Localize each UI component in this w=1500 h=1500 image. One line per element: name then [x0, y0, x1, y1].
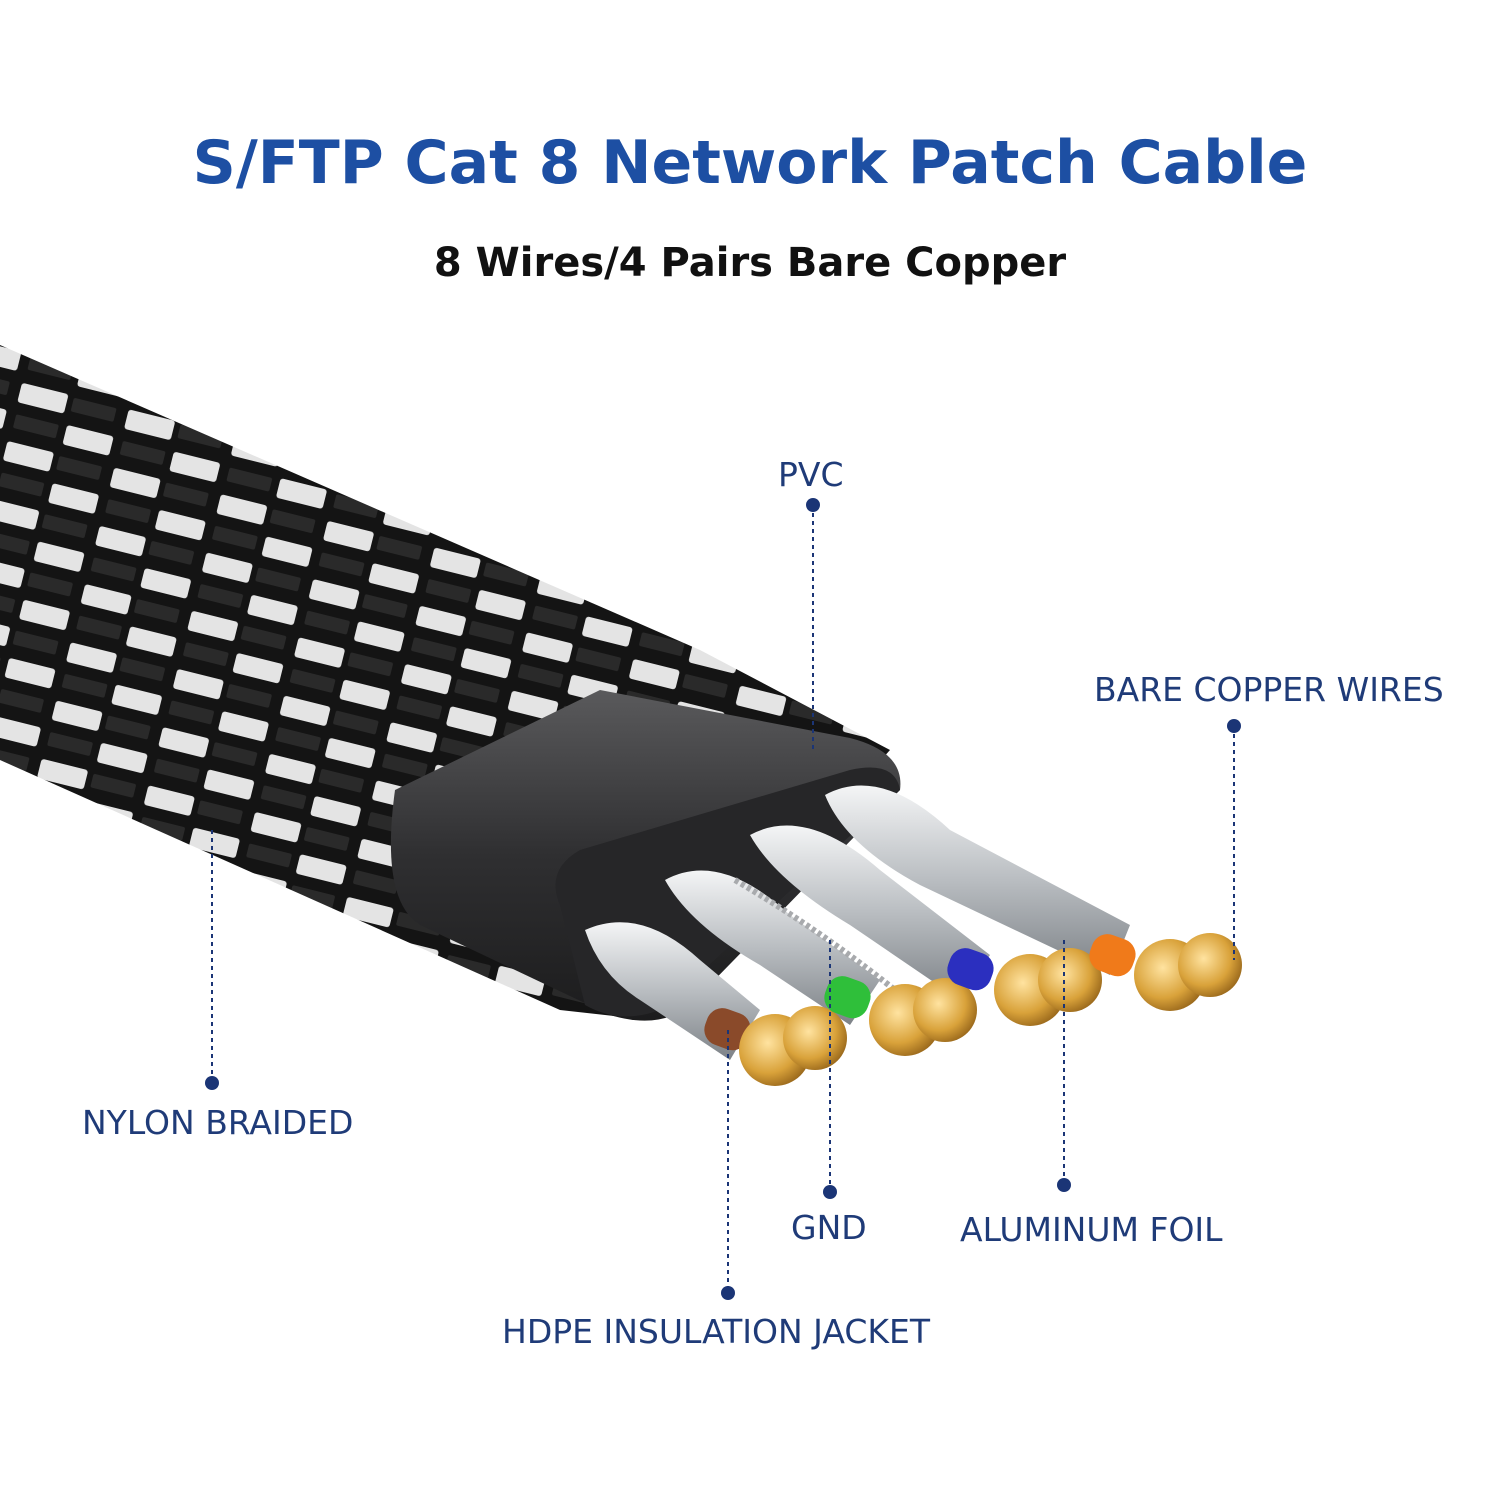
leader-gnd	[823, 940, 837, 1199]
label-pvc: PVC	[778, 455, 844, 494]
ground-drain-wire	[733, 877, 897, 993]
copper-core	[1038, 948, 1102, 1012]
copper-core	[913, 978, 977, 1042]
leader-pvc	[806, 498, 820, 750]
leader-aluminum-foil	[1057, 940, 1071, 1192]
label-gnd: GND	[791, 1208, 867, 1247]
label-aluminum-foil: ALUMINUM FOIL	[960, 1210, 1223, 1249]
page-title: S/FTP Cat 8 Network Patch Cable	[192, 128, 1308, 198]
copper-core	[1178, 933, 1242, 997]
shielded-pair-2	[665, 870, 880, 1025]
copper-core	[783, 1006, 847, 1070]
pair-1-conductors	[704, 1006, 847, 1086]
shielded-pair-3	[750, 825, 990, 1000]
page-subtitle: 8 Wires/4 Pairs Bare Copper	[433, 240, 1067, 286]
leader-nylon-braided	[205, 830, 219, 1090]
leader-hdpe-insulation-jacket	[721, 1030, 735, 1300]
label-nylon-braided: NYLON BRAIDED	[82, 1103, 354, 1142]
shielded-pair-4	[825, 785, 1130, 975]
pair-4-conductors	[1089, 933, 1242, 1011]
leader-bare-copper-wires	[1227, 719, 1241, 960]
label-hdpe-insulation-jacket: HDPE INSULATION JACKET	[502, 1312, 931, 1351]
pair-2-conductors	[824, 976, 977, 1056]
label-bare-copper-wires: BARE COPPER WIRES	[1094, 670, 1444, 709]
pair-3-conductors	[947, 948, 1102, 1026]
